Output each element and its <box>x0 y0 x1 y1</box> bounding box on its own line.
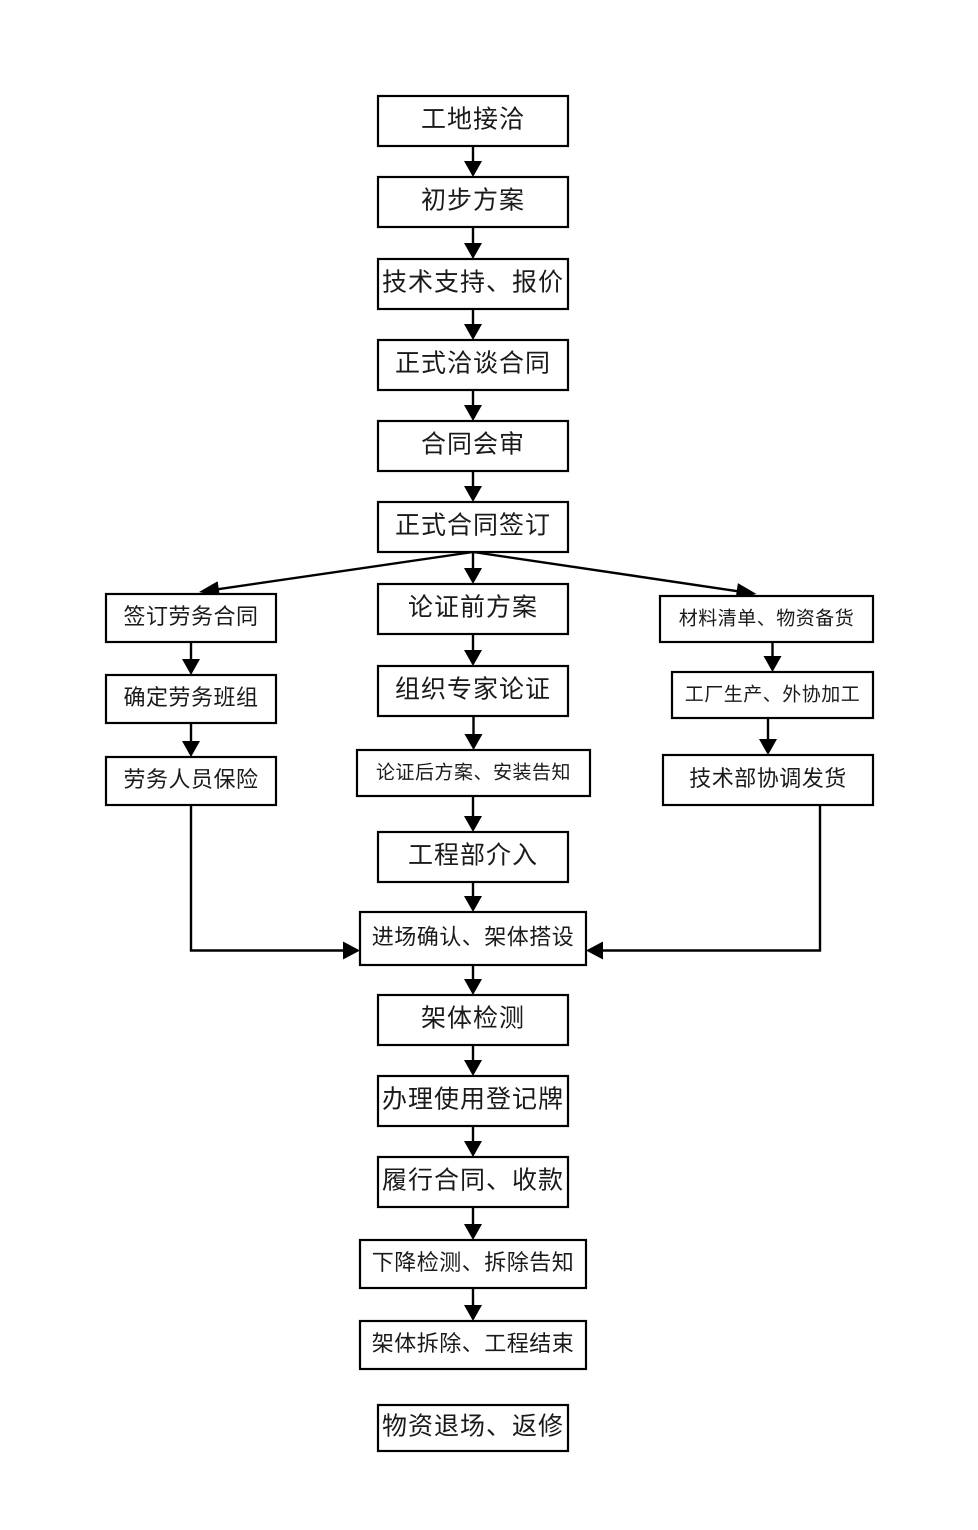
node-label: 材料清单、物资备货 <box>679 607 855 629</box>
node-n15[interactable]: 工厂生产、外协加工 <box>670 670 875 720</box>
edge-n08-to-n09 <box>182 723 200 757</box>
node-label: 工程部介入 <box>408 842 538 870</box>
node-box <box>376 1074 570 1128</box>
node-n01[interactable]: 工地接洽 <box>376 94 570 148</box>
node-box <box>376 1403 570 1453</box>
node-box <box>358 910 588 967</box>
node-label: 工厂生产、外协加工 <box>685 683 861 705</box>
edge-n13-to-n17 <box>464 882 482 912</box>
node-n22[interactable]: 架体拆除、工程结束 <box>358 1319 588 1371</box>
node-n12[interactable]: 论证后方案、安装告知 <box>355 748 592 798</box>
edge-n16-to-n17 <box>586 805 822 960</box>
node-box <box>670 670 875 720</box>
node-label: 劳务人员保险 <box>123 767 258 792</box>
edges-layer <box>182 146 822 1321</box>
node-n23[interactable]: 物资退场、返修 <box>376 1403 570 1453</box>
nodes-layer: 工地接洽初步方案技术支持、报价正式洽谈合同合同会审正式合同签订签订劳务合同确定劳… <box>104 94 875 1453</box>
edge-n11-to-n12 <box>464 716 483 750</box>
node-n21[interactable]: 下降检测、拆除告知 <box>358 1238 588 1290</box>
edge-n07-to-n08 <box>182 642 200 675</box>
node-n19[interactable]: 办理使用登记牌 <box>376 1074 570 1128</box>
node-label: 组织专家论证 <box>395 676 551 704</box>
node-box <box>658 594 875 644</box>
node-n20[interactable]: 履行合同、收款 <box>376 1155 570 1209</box>
node-n14[interactable]: 材料清单、物资备货 <box>658 594 875 644</box>
node-label: 正式洽谈合同 <box>395 350 551 378</box>
node-n05[interactable]: 合同会审 <box>376 419 570 473</box>
node-n13[interactable]: 工程部介入 <box>376 830 570 884</box>
node-label: 初步方案 <box>421 187 525 215</box>
node-n18[interactable]: 架体检测 <box>376 993 570 1047</box>
node-box <box>661 753 875 807</box>
edge-n14-to-n15 <box>763 642 782 672</box>
node-label: 正式合同签订 <box>395 512 551 540</box>
node-box <box>376 175 570 229</box>
node-box <box>376 338 570 392</box>
node-label: 架体拆除、工程结束 <box>372 1331 575 1356</box>
node-box <box>355 748 592 798</box>
edge-n03-to-n04 <box>464 309 482 340</box>
edge-n04-to-n05 <box>464 390 482 421</box>
edge-n06-to-n10 <box>464 552 482 584</box>
edge-n15-to-n16 <box>759 718 777 755</box>
node-n03[interactable]: 技术支持、报价 <box>376 257 570 311</box>
node-label: 技术支持、报价 <box>382 269 564 297</box>
edge-n02-to-n03 <box>464 227 482 259</box>
node-n17[interactable]: 进场确认、架体搭设 <box>358 910 588 967</box>
node-n11[interactable]: 组织专家论证 <box>376 664 570 718</box>
node-label: 技术部协调发货 <box>689 766 847 791</box>
edge-n01-to-n02 <box>464 146 482 177</box>
node-label: 工地接洽 <box>421 106 525 134</box>
node-label: 办理使用登记牌 <box>382 1086 564 1114</box>
edge-n18-to-n19 <box>464 1045 482 1076</box>
node-n04[interactable]: 正式洽谈合同 <box>376 338 570 392</box>
edge-n10-to-n11 <box>464 634 482 666</box>
node-box <box>376 830 570 884</box>
node-label: 签订劳务合同 <box>123 604 258 629</box>
edge-n21-to-n22 <box>464 1288 482 1321</box>
node-label: 履行合同、收款 <box>382 1167 564 1195</box>
node-n06[interactable]: 正式合同签订 <box>376 500 570 554</box>
edge-n05-to-n06 <box>464 471 482 502</box>
node-box <box>104 592 278 644</box>
node-box <box>376 993 570 1047</box>
node-label: 合同会审 <box>421 431 525 459</box>
edge-n09-to-n17 <box>189 805 360 960</box>
edge-n12-to-n13 <box>464 796 482 832</box>
node-box <box>376 419 570 473</box>
node-label: 论证前方案 <box>408 594 538 622</box>
node-box <box>104 755 278 807</box>
node-n08[interactable]: 确定劳务班组 <box>104 673 278 725</box>
node-box <box>104 673 278 725</box>
node-box <box>376 582 570 636</box>
node-n02[interactable]: 初步方案 <box>376 175 570 229</box>
edge-n20-to-n21 <box>464 1207 482 1240</box>
node-n16[interactable]: 技术部协调发货 <box>661 753 875 807</box>
edge-n19-to-n20 <box>464 1126 482 1157</box>
node-label: 架体检测 <box>421 1005 525 1033</box>
node-box <box>376 94 570 148</box>
node-box <box>358 1238 588 1290</box>
node-box <box>376 257 570 311</box>
node-n07[interactable]: 签订劳务合同 <box>104 592 278 644</box>
node-label: 进场确认、架体搭设 <box>372 925 575 950</box>
node-box <box>376 1155 570 1209</box>
node-label: 确定劳务班组 <box>123 685 258 710</box>
edge-n17-to-n18 <box>464 965 482 995</box>
node-box <box>376 664 570 718</box>
node-box <box>358 1319 588 1371</box>
node-label: 物资退场、返修 <box>382 1413 564 1441</box>
node-box <box>376 500 570 554</box>
node-label: 下降检测、拆除告知 <box>372 1250 575 1275</box>
node-n10[interactable]: 论证前方案 <box>376 582 570 636</box>
node-label: 论证后方案、安装告知 <box>376 761 571 783</box>
node-n09[interactable]: 劳务人员保险 <box>104 755 278 807</box>
